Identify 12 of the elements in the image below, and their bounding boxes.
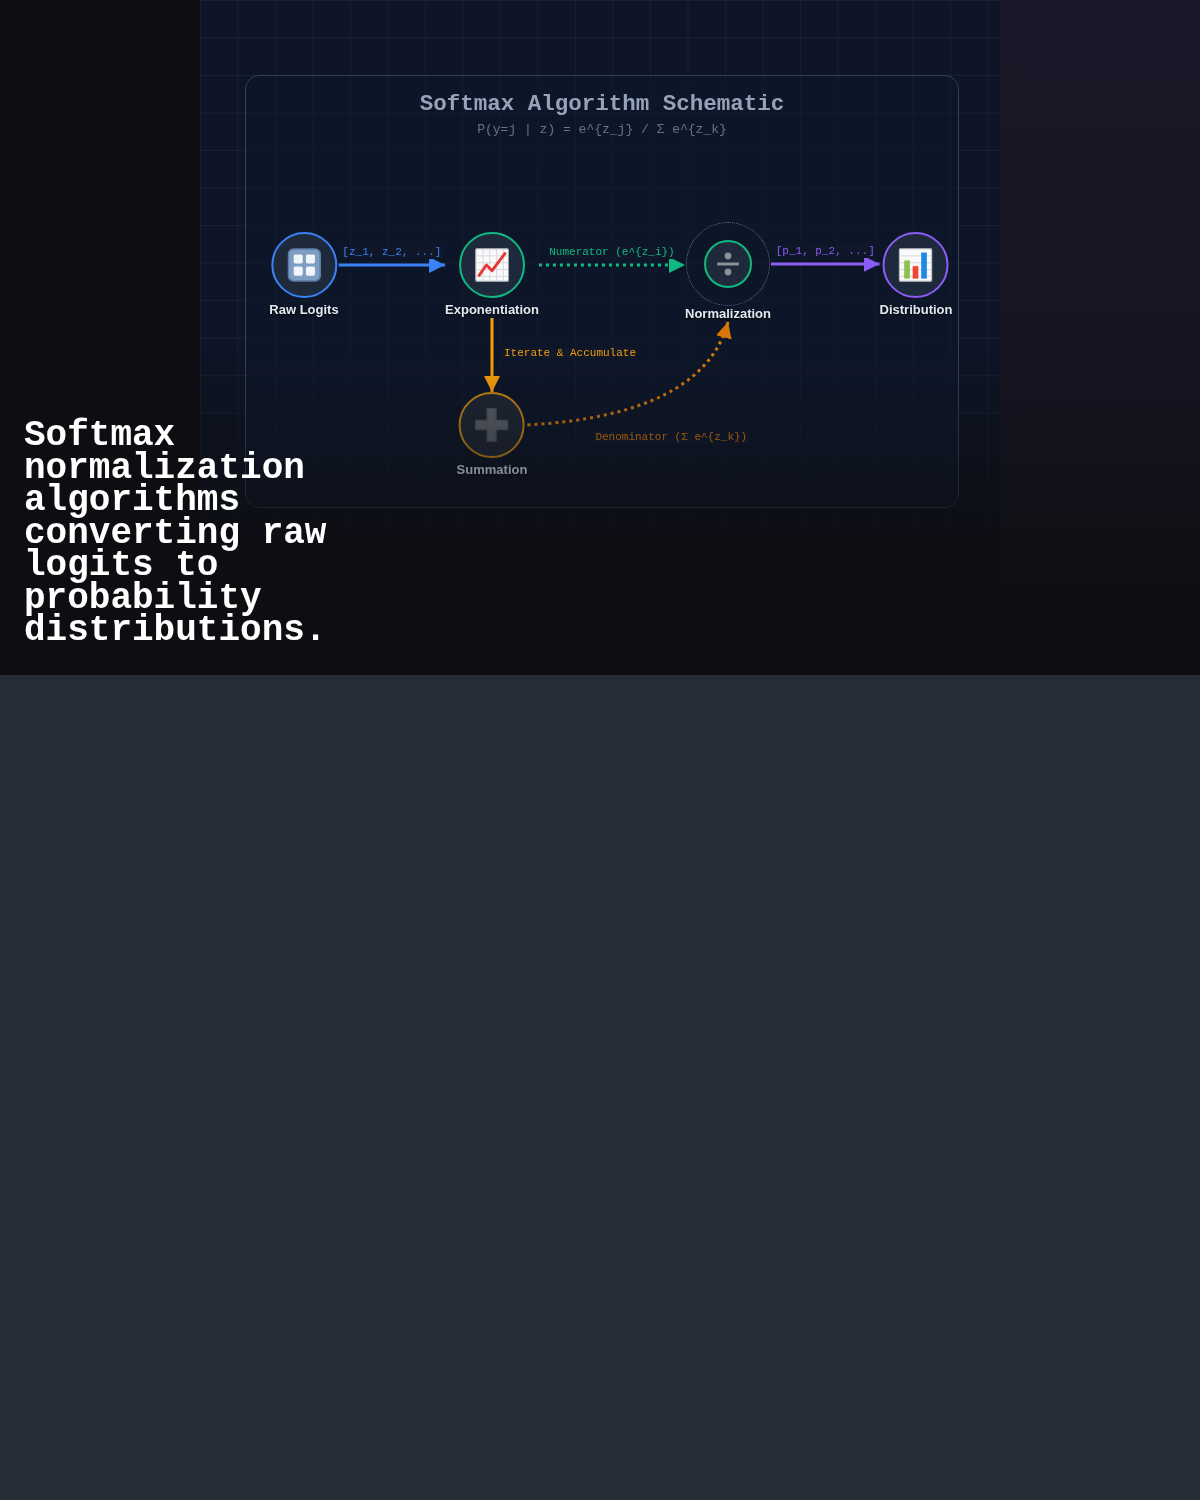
formula: P(y=j | z) = e^{z_j} / Σ e^{z_k} xyxy=(477,122,727,138)
arrow xyxy=(338,257,446,273)
arrow xyxy=(527,321,731,427)
arrow xyxy=(484,318,500,392)
node-label: Summation xyxy=(456,462,528,478)
node-label: Distribution xyxy=(879,302,953,318)
node-label: Raw Logits xyxy=(269,302,339,318)
diagram-title: Softmax Algorithm Schematic xyxy=(419,91,785,117)
node-label: Exponentiation xyxy=(445,302,539,318)
node-label: Normalization xyxy=(685,306,771,322)
arrow xyxy=(538,257,685,273)
arrow xyxy=(771,256,880,272)
